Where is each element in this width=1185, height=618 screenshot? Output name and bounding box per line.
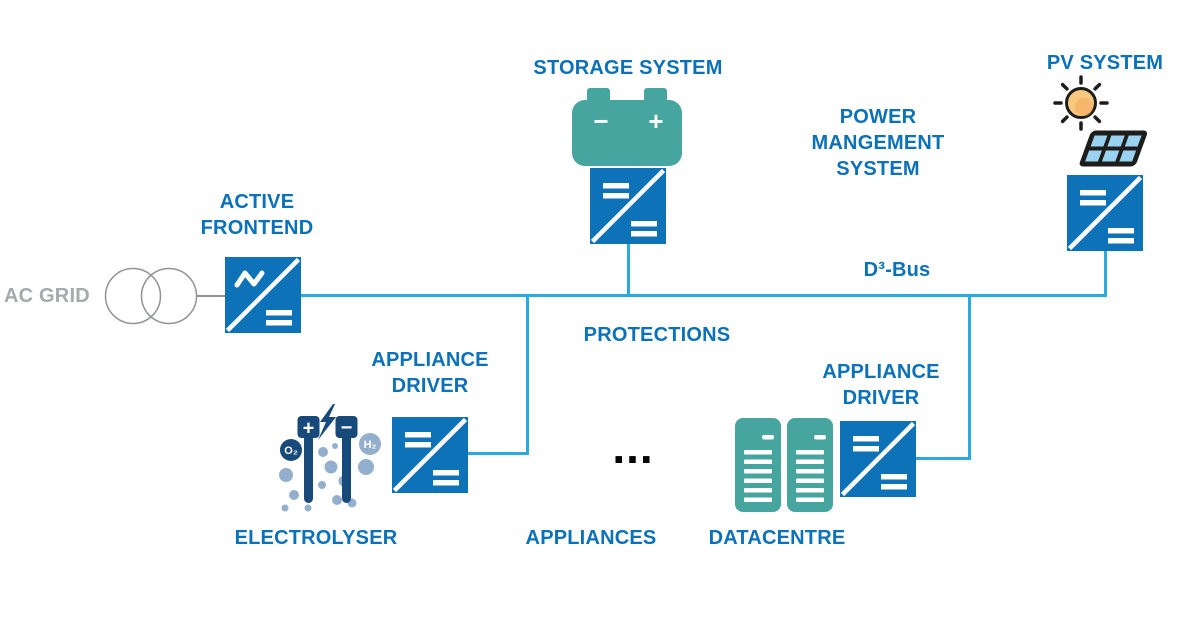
datacentre-servers-icon bbox=[735, 418, 833, 512]
storage-bus-connector-line bbox=[626, 244, 630, 294]
power-management-system-label: POWER MANGEMENT SYSTEM bbox=[811, 106, 945, 180]
battery-plus-sign: + bbox=[648, 106, 663, 136]
appliances-label: APPLIANCES bbox=[525, 527, 657, 549]
electrolyser-icon: + − O₂ H₂ bbox=[279, 404, 381, 512]
datacentre-branch-vertical-line bbox=[967, 293, 971, 460]
solar-panel-icon bbox=[1079, 130, 1148, 167]
electrolyser-branch-horizontal-line bbox=[468, 452, 529, 455]
active-frontend-label: ACTIVE FRONTEND bbox=[200, 191, 314, 239]
datacentre-label: DATACENTRE bbox=[708, 527, 846, 549]
pv-bus-connector-line bbox=[1103, 251, 1107, 294]
battery-minus-sign: − bbox=[593, 106, 608, 136]
active-frontend-converter-icon bbox=[225, 257, 301, 338]
transformer-icon bbox=[104, 267, 198, 325]
electrode-plus-sign: + bbox=[303, 418, 315, 440]
battery-icon: − + bbox=[572, 88, 682, 166]
ac-grid-label: AC GRID bbox=[4, 285, 90, 307]
appliance-driver-right-label: APPLIANCE DRIVER bbox=[822, 361, 940, 409]
d3-bus-line bbox=[301, 293, 1107, 297]
datacentre-converter-icon bbox=[840, 421, 916, 502]
h2-bubble-label: H₂ bbox=[364, 439, 377, 451]
pv-converter-icon bbox=[1067, 175, 1143, 256]
pv-system-label: PV SYSTEM bbox=[1046, 52, 1164, 74]
d3-bus-label: D³-Bus bbox=[863, 259, 931, 281]
electrolyser-converter-icon bbox=[392, 417, 468, 498]
lightning-bolt-icon bbox=[318, 404, 336, 440]
appliance-driver-left-label: APPLIANCE DRIVER bbox=[371, 349, 489, 397]
electrolyser-branch-vertical-line bbox=[526, 293, 529, 455]
storage-system-label: STORAGE SYSTEM bbox=[533, 57, 723, 79]
appliances-ellipsis: ... bbox=[612, 421, 654, 473]
electrolyser-label: ELECTROLYSER bbox=[234, 527, 398, 549]
storage-converter-icon bbox=[590, 168, 666, 249]
o2-bubble-label: O₂ bbox=[284, 445, 298, 457]
electrode-minus-sign: − bbox=[341, 417, 353, 439]
protections-label: PROTECTIONS bbox=[583, 324, 731, 346]
ac-grid-connector-line bbox=[197, 294, 226, 297]
datacentre-branch-horizontal-line bbox=[916, 456, 971, 460]
sun-icon bbox=[1053, 75, 1109, 131]
